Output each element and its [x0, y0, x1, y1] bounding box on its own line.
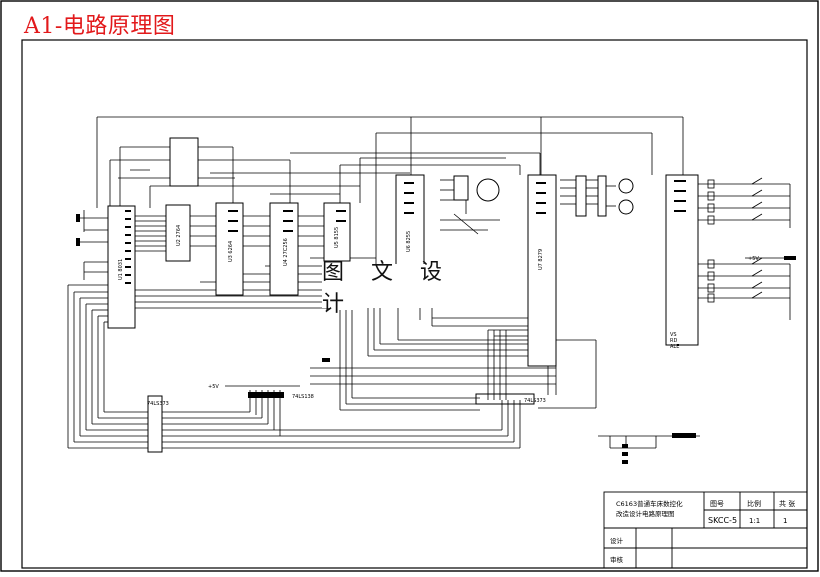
vcc-left-label: +5V	[208, 384, 219, 390]
motor-1	[476, 178, 500, 202]
chip-u1-label: U1 8031	[118, 259, 124, 280]
sheets-value: 1	[783, 517, 787, 525]
buffer-block	[575, 175, 587, 217]
latch-right-label: 74LS373	[524, 398, 546, 404]
relay-switches	[707, 177, 763, 303]
chip-u6-label: U6 8255	[406, 231, 412, 252]
sheets-label: 共 张	[779, 499, 795, 508]
title-block-text: C6163普通车床数控化 改造设计电路原理图 图号 SKCC-5 比例 1:1 …	[610, 499, 795, 564]
drawing-no-value: SKCC-5	[708, 516, 737, 525]
chip-u3	[215, 202, 244, 296]
buffer-block-2	[597, 175, 607, 217]
right-rd-label: RD	[670, 338, 677, 344]
driver-block	[453, 175, 469, 201]
drawing-name-line1: C6163普通车床数控化	[616, 499, 683, 508]
drawing-name-line2: 改造设计电路原理图	[616, 509, 675, 518]
chip-labels: U1 8031 U2 2764 U3 6264 U4 27C256 U5 815…	[118, 225, 759, 407]
motor-3	[618, 199, 634, 215]
right-ale-label: ALE	[670, 344, 679, 350]
inner-border	[21, 39, 808, 569]
latch-block-left	[147, 395, 163, 453]
reviewer-label: 审核	[610, 555, 624, 564]
wiring	[67, 116, 791, 449]
chip-u9	[169, 137, 199, 187]
scale-value: 1:1	[749, 517, 760, 525]
chip-u5-label: U5 8155	[334, 227, 340, 248]
chip-u7	[527, 174, 557, 367]
chip-u5	[323, 202, 351, 262]
watermark-text: 图 文 设 计	[322, 260, 494, 317]
page-title: A1-电路原理图	[24, 14, 176, 39]
designer-label: 设计	[610, 536, 624, 545]
chip-u7-label: U7 8279	[538, 249, 544, 270]
chip-u2-label: U2 2764	[176, 225, 182, 246]
pin-markers	[76, 180, 796, 464]
vcc-right-label: +5V	[748, 256, 759, 262]
title-block	[603, 491, 808, 569]
latch-mid-label: 74LS138	[292, 394, 314, 400]
motor-2	[618, 178, 634, 194]
chip-u2	[165, 204, 191, 262]
chip-u4	[269, 202, 299, 296]
chip-u3-label: U3 6264	[228, 241, 234, 262]
chip-u4-label: U4 27C256	[283, 238, 289, 266]
chip-u8	[665, 174, 699, 346]
scale-label: 比例	[747, 499, 761, 508]
drawing-no-label: 图号	[710, 500, 724, 508]
motors	[476, 178, 634, 215]
latch-left-label: 74LS373	[147, 401, 169, 407]
right-vs-label: VS	[670, 332, 677, 338]
